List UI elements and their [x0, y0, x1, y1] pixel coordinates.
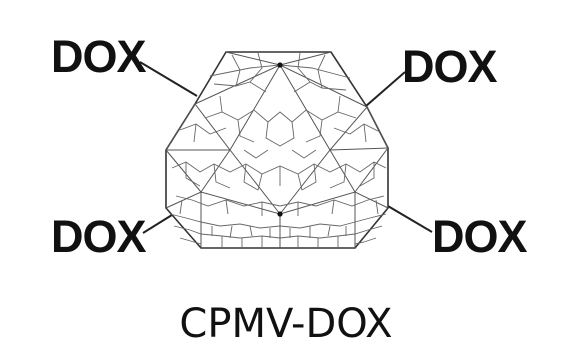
- leader-line-top-right: [365, 71, 406, 107]
- leader-line-top-left: [139, 61, 198, 97]
- dox-label-bottom-right: DOX: [432, 211, 528, 262]
- top-vertex-dot: [277, 62, 283, 68]
- figure-caption: CPMV-DOX: [179, 301, 392, 347]
- capsid-tiles: [169, 52, 387, 248]
- dox-label-top-right: DOX: [402, 41, 498, 92]
- dox-label-top-left: DOX: [51, 31, 147, 82]
- capsid-particle: [165, 51, 389, 249]
- dox-label-bottom-left: DOX: [51, 211, 147, 262]
- bottom-vertex-dot: [277, 211, 283, 217]
